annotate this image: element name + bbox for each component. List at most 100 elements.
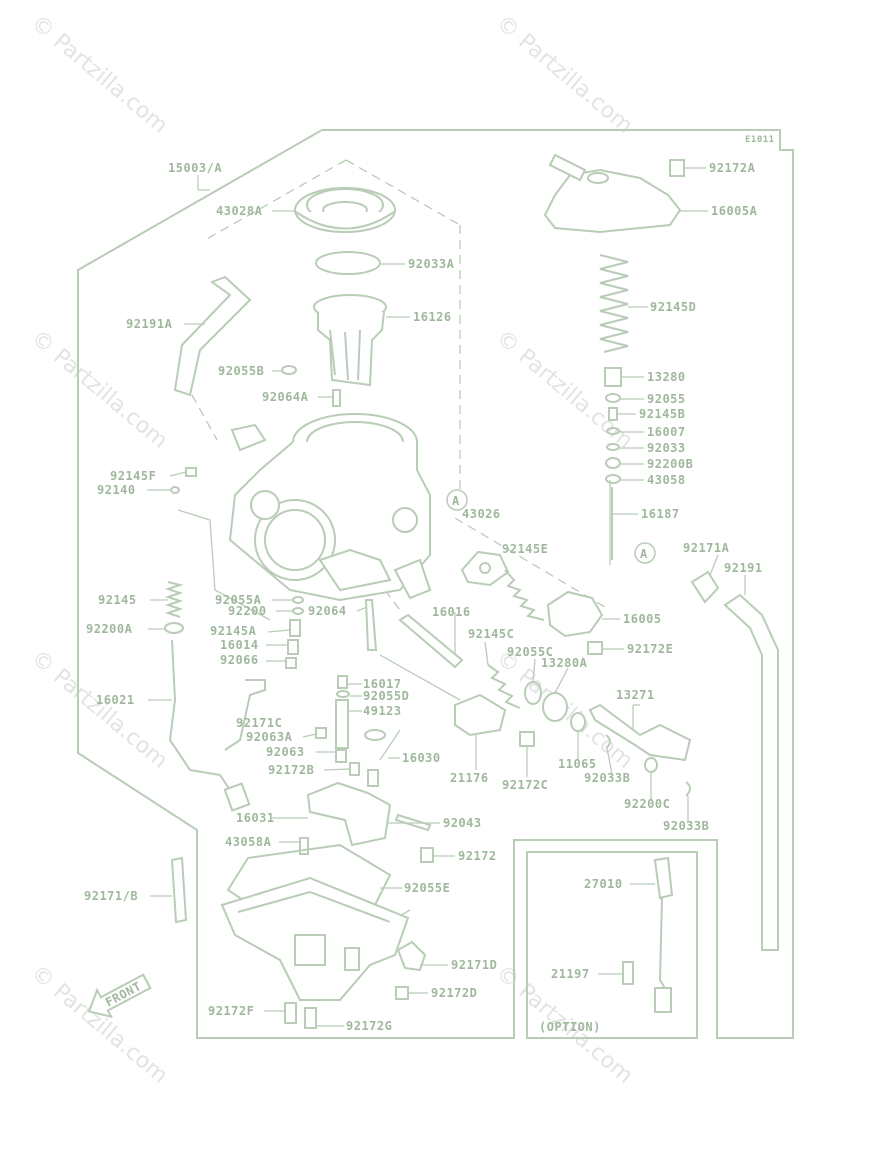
- part-92171A-clip: [690, 570, 720, 604]
- part-49123-nozzle: [335, 699, 349, 749]
- part-92066-nut: [285, 657, 297, 669]
- label-92063A: 92063A: [246, 730, 293, 744]
- label-92033A: 92033A: [408, 257, 455, 271]
- part-92172B-screw: [349, 762, 360, 776]
- label-92033B: 92033B: [584, 771, 630, 785]
- part-43026-hole: [479, 562, 491, 574]
- part-16031-float: [306, 781, 392, 847]
- part-92064-needle: [364, 599, 378, 651]
- watermark-text: © Partzilla.com: [491, 10, 637, 138]
- label-16017: 16017: [363, 677, 402, 691]
- label-92171C: 92171C: [236, 716, 282, 730]
- watermark-text: © Partzilla.com: [26, 960, 172, 1088]
- part-21176-bracket: [454, 693, 507, 737]
- label-43028A: 43028A: [216, 204, 263, 218]
- label-92172D: 92172D: [431, 986, 477, 1000]
- part-92055D-oring: [336, 690, 350, 698]
- label-92064A: 92064A: [262, 390, 309, 404]
- label-16014: 16014: [220, 638, 259, 652]
- part-92200A-washer: [164, 622, 184, 634]
- part-92140-washer: [170, 486, 180, 494]
- label-92172A: 92172A: [709, 161, 756, 175]
- label-92171A: 92171A: [683, 541, 730, 555]
- label-92172F: 92172F: [208, 1004, 254, 1018]
- label-13271: 13271: [616, 688, 655, 702]
- part-92191-hose: [723, 593, 779, 951]
- part-43058-seal: [605, 474, 621, 484]
- label-92145D: 92145D: [650, 300, 696, 314]
- part-float-bowl: [220, 876, 410, 1001]
- part-16005A-cover: [543, 153, 682, 234]
- label-92055B: 92055B: [218, 364, 264, 378]
- label-43058A: 43058A: [225, 835, 272, 849]
- label-21176: 21176: [450, 771, 489, 785]
- label-92200B: 92200B: [647, 457, 693, 471]
- part-92172G-screw: [304, 1007, 317, 1029]
- label-11065: 11065: [558, 757, 597, 771]
- label-16030: 16030: [402, 751, 441, 765]
- label-92172C: 92172C: [502, 778, 548, 792]
- label-92033B-2: 92033B: [663, 819, 709, 833]
- label-16007: 16007: [647, 425, 686, 439]
- label-92172B: 92172B: [268, 763, 314, 777]
- label-13280: 13280: [647, 370, 686, 384]
- part-92145F-spring: [185, 467, 197, 477]
- part-92063-jet: [335, 749, 347, 763]
- alignment-lines: [191, 159, 611, 611]
- reference-circle-a-text: A: [452, 494, 460, 508]
- leader-lines: [147, 167, 746, 1027]
- part-16014-screw: [287, 639, 299, 655]
- label-27010: 27010: [584, 877, 623, 891]
- part-27010-switch: [653, 856, 674, 900]
- label-92055: 92055: [647, 392, 686, 406]
- part-92145A-spring: [289, 619, 301, 637]
- label-92191: 92191: [724, 561, 763, 575]
- label-92055C: 92055C: [507, 645, 553, 659]
- label-92055D: 92055D: [363, 689, 409, 703]
- label-92145: 92145: [98, 593, 137, 607]
- option-box: [526, 851, 698, 1039]
- part-92171B-clip: [170, 856, 188, 924]
- part-92145C-spring: [487, 664, 521, 709]
- part-92055B-oring: [281, 365, 297, 375]
- part-92171C-clip: [224, 679, 266, 751]
- label-16126: 16126: [413, 310, 452, 324]
- label-92140: 92140: [97, 483, 136, 497]
- part-16030-oring: [364, 729, 386, 741]
- label-92171B: 92171/B: [84, 889, 138, 903]
- label-92033: 92033: [647, 441, 686, 455]
- part-16016-shaft: [398, 613, 464, 669]
- reference-circle-a: [446, 489, 468, 511]
- part-92033A-ring: [315, 251, 381, 275]
- part-92145E-spring: [504, 569, 545, 621]
- part-92033-ring: [606, 443, 620, 451]
- label-92200: 92200: [228, 604, 267, 618]
- label-92172: 92172: [458, 849, 497, 863]
- part-16007-clip: [606, 427, 620, 435]
- reference-markers: A A: [446, 489, 656, 564]
- part-92145B-spring: [608, 407, 618, 421]
- part-21197-sensor: [622, 961, 634, 985]
- label-92145C: 92145C: [468, 627, 514, 641]
- label-15003A: 15003/A: [168, 161, 222, 175]
- part-92145-spring: [164, 581, 184, 618]
- label-16005A: 16005A: [711, 204, 758, 218]
- part-92172F-screw: [284, 1002, 297, 1024]
- part-16126-piston: [313, 294, 387, 387]
- label-16005: 16005: [623, 612, 662, 626]
- part-92191A-hose: [173, 275, 252, 397]
- label-43058: 43058: [647, 473, 686, 487]
- part-13280A-bushing: [542, 692, 568, 722]
- part-43058A-seal: [299, 837, 309, 855]
- part-92172A-screw: [669, 159, 685, 177]
- label-92043: 92043: [443, 816, 482, 830]
- part-92033B-clip: [605, 734, 611, 749]
- label-92055A: 92055A: [215, 593, 262, 607]
- part-labels: E1011 15003/A 43028A 92033A 16126 92191A…: [84, 135, 774, 1034]
- parts: [164, 153, 779, 1029]
- label-92145B: 92145B: [639, 407, 685, 421]
- label-92172G: 92172G: [346, 1019, 392, 1033]
- part-16005-cover: [546, 590, 604, 638]
- front-arrow-label: FRONT: [103, 979, 144, 1009]
